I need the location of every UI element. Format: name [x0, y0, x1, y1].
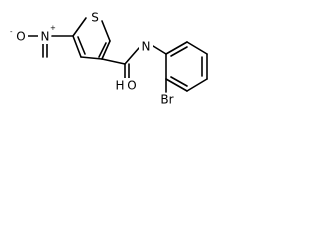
- sulfur-halo: [88, 10, 101, 25]
- bond-c3-carbonyl: [101, 58, 126, 65]
- nitro-oxygen-minus-label: -: [10, 28, 13, 36]
- amide-nitrogen-label: N: [142, 40, 151, 54]
- amide-nitrogen-halo: [139, 39, 153, 54]
- bond-ar-c5-c6: [165, 78, 188, 92]
- bond-ar-c1-c2: [165, 41, 188, 55]
- amide-hydrogen-label: H: [115, 79, 124, 93]
- bromine-halo: [158, 93, 176, 108]
- bond-s-c5: [72, 17, 87, 37]
- bond-ar-c2-c3: [186, 41, 208, 55]
- bond-s-c2: [101, 20, 111, 42]
- bond-c2-c3-inner: [98, 42, 107, 58]
- amide-oxygen-halo: [126, 78, 138, 93]
- bond-n-aryl: [152, 45, 167, 55]
- amide-oxygen-label: O: [127, 79, 136, 93]
- oxygen-left-halo: [16, 29, 28, 44]
- amide-hydrogen-halo: [115, 78, 126, 93]
- nitro-nitrogen-label: N: [41, 30, 50, 44]
- bond-c4-c5-inner: [77, 36, 86, 55]
- sulfur-atom-label: S: [91, 11, 99, 25]
- bromine-atom-label: Br: [160, 93, 173, 107]
- nitrogen-nitro-halo: [38, 29, 51, 44]
- bond-ar-c4-c5: [186, 78, 208, 92]
- bond-carbonyl-n: [124, 47, 140, 65]
- nitro-plus-label: +: [50, 24, 56, 32]
- bond-c3-c4: [80, 56, 103, 60]
- bond-c2-c3: [101, 40, 111, 60]
- chemical-structure-diagram: S O - N + N H O Br: [10, 10, 208, 108]
- bond-ar-inner-1: [170, 46, 188, 57]
- bond-ar-inner-3: [170, 76, 188, 87]
- bond-c4-c5: [72, 35, 82, 58]
- structure-canvas: S O - N + N H O Br: [0, 0, 225, 117]
- nitro-oxygen-left-label: O: [16, 30, 25, 44]
